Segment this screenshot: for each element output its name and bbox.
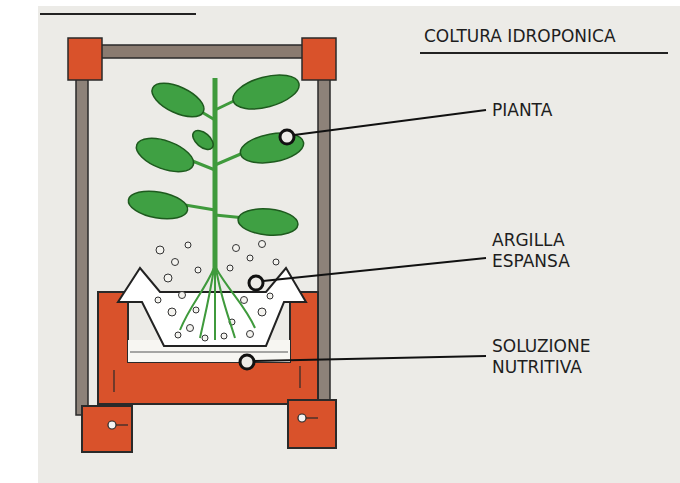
support-frame [68,38,336,415]
leader-lines [240,110,486,369]
label-holder: SOLUZIONE NUTRITIVA [492,336,632,379]
part-label: SOLUZIONE NUTRITIVA [492,336,632,379]
diagram-title: COLTURA IDROPONICA [424,26,616,46]
title-underline [420,52,668,54]
sketch-line [40,13,196,15]
plant [126,69,306,340]
title-holder: COLTURA IDROPONICA [424,26,616,46]
part-label: PIANTA [492,100,652,121]
part-label: ARGILLA ESPANSA [492,230,612,273]
label-holder: ARGILLA ESPANSA [492,230,612,273]
paper-sheet [38,6,680,483]
label-holder: PIANTA [492,100,652,121]
